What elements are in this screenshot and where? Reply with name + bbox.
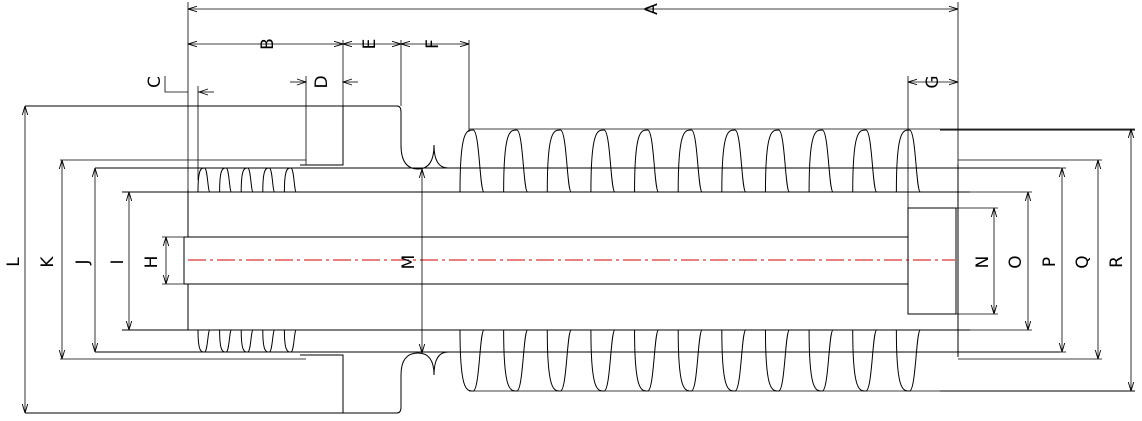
dim-label-K: K xyxy=(38,256,58,268)
dim-label-E: E xyxy=(360,39,380,50)
dim-K xyxy=(60,159,306,360)
dim-H xyxy=(162,236,184,285)
dim-A xyxy=(187,2,959,200)
dim-label-O: O xyxy=(1006,255,1026,268)
dim-R xyxy=(469,128,1135,392)
left-tube xyxy=(183,190,908,330)
bellows-convolution xyxy=(459,329,940,392)
flange-outline xyxy=(25,105,435,414)
dim-label-C: C xyxy=(145,76,165,88)
dim-C xyxy=(164,76,214,180)
dim-N xyxy=(956,207,998,315)
dim-F xyxy=(401,40,470,132)
dim-label-Q: Q xyxy=(1073,255,1093,268)
dim-label-P: P xyxy=(1040,257,1060,267)
dim-E xyxy=(343,40,402,106)
small-bellows-bottom xyxy=(197,329,306,353)
bellows-convolution xyxy=(459,129,940,193)
dim-label-A: A xyxy=(642,3,662,15)
dim-label-R: R xyxy=(1107,256,1127,268)
dim-P xyxy=(1060,167,1066,353)
bellows-top xyxy=(433,129,1135,193)
dim-label-H: H xyxy=(142,256,162,269)
dim-label-J: J xyxy=(73,259,93,265)
bellows-convolution xyxy=(197,329,306,353)
bellows-end xyxy=(433,351,1135,392)
dim-B xyxy=(188,40,344,106)
dim-label-I: I xyxy=(108,259,128,264)
bellows-bottom xyxy=(433,329,1135,392)
end-cap xyxy=(907,207,957,315)
dim-label-G: G xyxy=(923,75,943,88)
dim-label-M: M xyxy=(399,255,419,270)
dim-Q xyxy=(958,159,1102,360)
dim-label-F: F xyxy=(423,39,443,49)
bellows-end xyxy=(433,129,1135,169)
dim-label-B: B xyxy=(258,38,278,50)
dim-G xyxy=(907,76,958,208)
bellows-convolution xyxy=(197,167,306,193)
dim-O xyxy=(970,191,1032,331)
dim-label-L: L xyxy=(4,257,24,267)
small-bellows-top xyxy=(197,167,306,193)
dim-D xyxy=(290,76,358,165)
dim-label-D: D xyxy=(312,75,332,88)
dim-label-N: N xyxy=(973,256,993,269)
